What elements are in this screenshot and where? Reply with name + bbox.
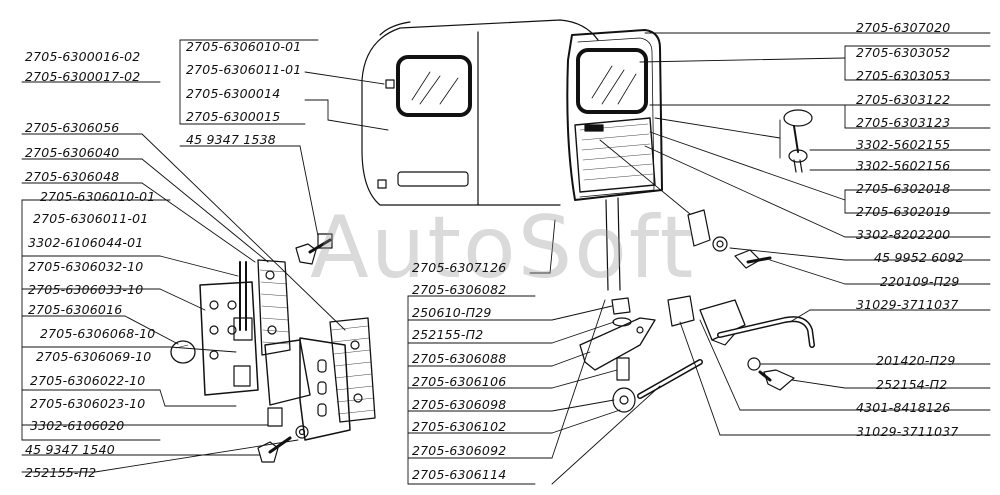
label-part: 2705-6300014 [186,86,281,101]
label-part: 250610-П29 [412,305,492,320]
label-part: 252155-П2 [412,327,484,342]
label-part: 3302-6106044-01 [28,235,144,250]
label-part: 2705-6306068-10 [40,326,156,341]
label-part: 2705-6306033-10 [28,282,144,297]
label-part: 2705-6303053 [856,68,951,83]
label-part: 2705-6306022-10 [30,373,146,388]
label-part: 2705-6303052 [856,45,951,60]
label-part: 2705-6306114 [412,467,507,482]
label-part: 45 9347 1540 [25,442,115,457]
label-part: 3302-5602155 [856,137,951,152]
label-part: 2705-6306048 [25,169,120,184]
label-part: 2705-6307020 [856,20,951,35]
label-part: 2705-6302019 [856,204,951,219]
label-part: 2705-6306102 [412,419,507,434]
label-part: 3302-5602156 [856,158,951,173]
door-check-linkage [579,109,815,413]
label-part: 2705-6306011-01 [186,62,302,77]
label-part: 2705-6303122 [856,92,951,107]
label-part: 2705-6300017-02 [25,69,141,84]
label-part: 252155-П2 [25,465,97,480]
label-part: 2705-6306069-10 [36,349,152,364]
label-part: 201420-П29 [876,353,956,368]
label-part: 2705-6306098 [412,397,507,412]
label-part: 2705-6303123 [856,115,951,130]
label-part: 3302-6106020 [30,418,125,433]
label-part: 2705-6306032-10 [28,259,144,274]
label-part: 2705-6306040 [25,145,120,160]
label-part: 45 9347 1538 [186,132,276,147]
label-part: 2705-6306106 [412,374,507,389]
van-rear-body [361,19,663,291]
label-part: 2705-6302018 [856,181,951,196]
label-part: 2705-6307126 [412,260,507,275]
label-part: 4301-8418126 [856,400,951,415]
label-part: 2705-6306092 [412,443,507,458]
label-part: 2705-6306010-01 [40,189,156,204]
label-part: 2705-6306011-01 [33,211,149,226]
leader-lines [21,32,991,485]
label-part: 252154-П2 [876,377,948,392]
label-part: 45 9952 6092 [874,250,964,265]
label-part: 2705-6306082 [412,282,507,297]
label-part: 2705-6300016-02 [25,49,141,64]
label-part: 2705-6306088 [412,351,507,366]
label-part: 220109-П29 [880,274,960,289]
label-part: 31029-3711037 [856,424,959,439]
label-part: 2705-6306010-01 [186,39,302,54]
label-part: 3302-8202200 [856,227,951,242]
label-part: 2705-6306056 [25,120,120,135]
label-part: 2705-6306023-10 [30,396,146,411]
label-part: 31029-3711037 [856,297,959,312]
hinge-assembly [170,233,376,463]
label-part: 2705-6306016 [28,302,123,317]
label-part: 2705-6300015 [186,109,281,124]
